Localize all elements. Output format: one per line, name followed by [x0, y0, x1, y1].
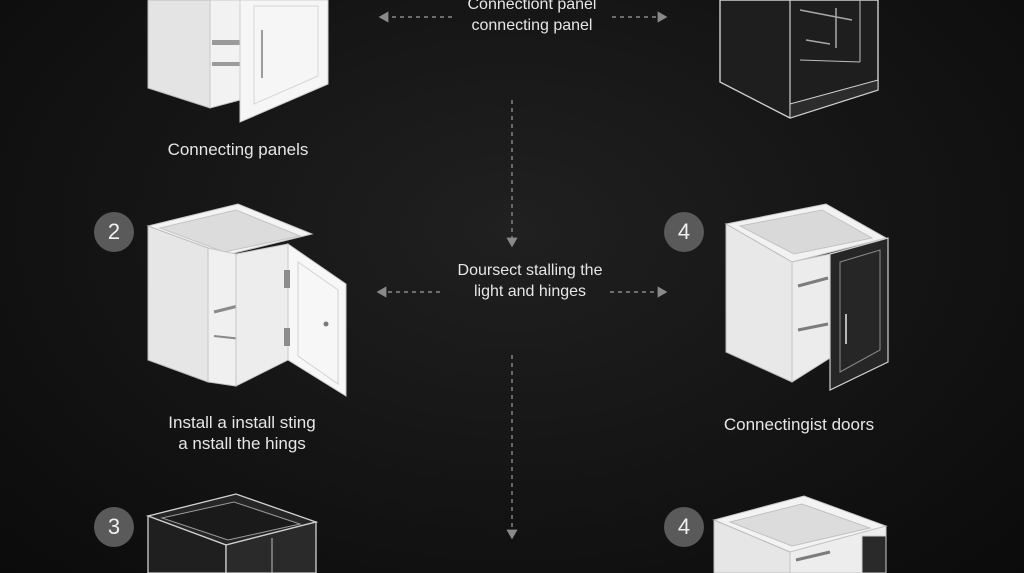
cabinet-step2-image [146, 203, 347, 397]
step-badge-4: 4 [664, 212, 704, 252]
cabinet-step3-image [145, 493, 319, 573]
cabinet-top-right-image [719, 0, 879, 119]
step-badge-4-lower: 4 [664, 507, 704, 547]
step4-caption: Connectingist doors [723, 415, 875, 434]
cabinet-step1-image [147, 0, 329, 123]
middle-connector-label: Doursect stalling the light and hinges [420, 260, 640, 302]
top-connector-line1: Connectiont panel [467, 0, 597, 13]
cabinet-bottom-right-image [712, 495, 888, 573]
cabinet-step4-image [724, 203, 889, 391]
step-badge-2: 2 [94, 212, 134, 252]
connector-arrows [376, 11, 668, 540]
middle-connector-line2: light and hinges [473, 283, 587, 300]
top-connector-line2: connecting panel [471, 17, 593, 34]
top-connector-label: Connectiont panel connecting panel [432, 0, 632, 36]
step2-caption-line1: Install a install sting [168, 413, 316, 432]
middle-connector-line1: Doursect stalling the [457, 262, 603, 279]
step1-caption: Connecting panels [167, 140, 309, 159]
step-badge-3: 3 [94, 507, 134, 547]
step2-caption-line2: a nstall the hings [178, 434, 306, 453]
step2-caption: Install a install sting a nstall the hin… [142, 412, 342, 454]
